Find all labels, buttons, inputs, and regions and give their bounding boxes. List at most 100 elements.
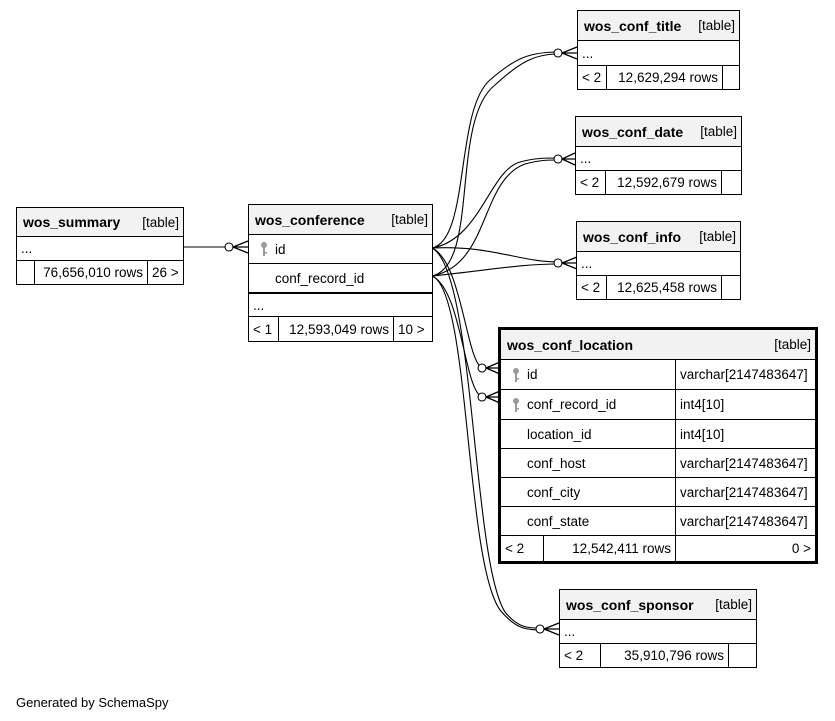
table-header: wos_conf_location [table] (501, 330, 815, 360)
table-type: [table] (698, 18, 735, 33)
key-icon (261, 242, 267, 256)
children-count[interactable] (722, 66, 739, 89)
parents-count[interactable]: < 2 (582, 70, 602, 85)
optional-marker-location-conf (477, 392, 487, 402)
children-count[interactable] (721, 276, 740, 299)
relation-conference-info-1 (431, 247, 559, 263)
column-type: varchar[2147483647] (675, 507, 815, 535)
row-count: 35,910,796 rows (600, 644, 728, 667)
column-name: conf_record_id (275, 270, 365, 286)
children-count[interactable]: 0 > (675, 536, 815, 561)
column-name: location_id (527, 426, 592, 442)
table-wos-conference[interactable]: wos_conference [table] id conf_record_id… (248, 204, 433, 342)
table-name: wos_conf_location (507, 336, 634, 353)
table-header: wos_conf_date [table] (576, 117, 741, 147)
children-count[interactable] (721, 171, 741, 194)
table-type: [table] (391, 212, 428, 227)
table-type: [table] (699, 229, 736, 244)
row-count: 12,592,679 rows (605, 171, 721, 194)
table-header: wos_conference [table] (249, 205, 432, 235)
parents-count[interactable]: < 2 (505, 541, 525, 556)
table-type: [table] (774, 337, 811, 352)
table-footer: < 2 12,625,458 rows (577, 276, 740, 299)
column-type: varchar[2147483647] (675, 478, 815, 506)
relation-conference-date-2 (431, 159, 559, 277)
table-name: wos_summary (23, 214, 121, 230)
crowfoot-sponsor (543, 622, 560, 636)
children-count[interactable]: 10 > (393, 317, 432, 341)
column-row[interactable]: conf_city varchar[2147483647] (501, 478, 815, 507)
optional-marker-date (553, 154, 563, 164)
children-count[interactable]: 26 > (147, 261, 183, 284)
row-count: 76,656,010 rows (34, 261, 147, 284)
optional-marker-info (553, 258, 563, 268)
relation-conference-location-2 (431, 275, 483, 398)
row-count: 12,542,411 rows (543, 536, 675, 561)
column-row[interactable]: conf_host varchar[2147483647] (501, 449, 815, 478)
children-count[interactable] (728, 644, 756, 667)
relation-conference-title-2 (431, 53, 559, 277)
table-type: [table] (142, 214, 179, 230)
relation-conference-location-1 (431, 247, 483, 369)
parents-count[interactable]: < 2 (580, 175, 600, 190)
ellipsis: ... (582, 45, 594, 61)
parents-count[interactable]: < 1 (253, 321, 273, 337)
parents-count[interactable]: < 2 (564, 648, 584, 663)
table-footer: < 2 35,910,796 rows (560, 644, 756, 667)
table-wos-conf-location[interactable]: wos_conf_location [table] id varchar[214… (498, 327, 818, 564)
row-count: 12,625,458 rows (606, 276, 721, 299)
column-name: conf_host (527, 455, 586, 471)
column-row[interactable]: conf_record_id (249, 264, 432, 293)
crowfoot-summary (232, 240, 249, 254)
relation-conference-title-1 (431, 51, 559, 249)
ellipsis: ... (580, 151, 592, 166)
table-wos-summary[interactable]: wos_summary [table] ... 76,656,010 rows … (16, 207, 184, 285)
row-count: 12,629,294 rows (606, 66, 722, 89)
crowfoot-info (561, 256, 578, 270)
table-name: wos_conf_info (583, 228, 682, 245)
table-footer: < 2 12,542,411 rows 0 > (501, 536, 815, 561)
column-row[interactable]: conf_record_id int4[10] (501, 390, 815, 420)
column-row[interactable]: id (249, 235, 432, 264)
table-name: wos_conf_title (584, 17, 682, 34)
optional-marker-sponsor (535, 624, 545, 634)
key-icon (513, 397, 519, 412)
ellipsis-row: ... (249, 293, 432, 317)
generated-by-label: Generated by SchemaSpy (16, 695, 169, 710)
column-row[interactable]: location_id int4[10] (501, 420, 815, 449)
crowfoot-title (561, 46, 578, 60)
parents-count[interactable]: < 2 (581, 280, 601, 295)
table-wos-conf-info[interactable]: wos_conf_info [table] ... < 2 12,625,458… (576, 221, 741, 300)
column-name: id (275, 241, 286, 257)
parents-count[interactable] (17, 261, 34, 284)
table-wos-conf-title[interactable]: wos_conf_title [table] ... < 2 12,629,29… (577, 10, 740, 90)
table-type: [table] (715, 597, 752, 612)
column-type: varchar[2147483647] (675, 360, 815, 389)
table-name: wos_conference (255, 211, 365, 228)
column-name: id (527, 367, 538, 382)
relation-conference-date-1 (431, 157, 559, 249)
optional-marker-location-id (477, 363, 487, 373)
table-wos-conf-date[interactable]: wos_conf_date [table] ... < 2 12,592,679… (575, 116, 742, 195)
column-row[interactable]: id varchar[2147483647] (501, 360, 815, 390)
table-header: wos_summary [table] (17, 208, 183, 237)
table-footer: < 1 12,593,049 rows 10 > (249, 317, 432, 341)
table-footer: < 2 12,592,679 rows (576, 171, 741, 194)
table-wos-conf-sponsor[interactable]: wos_conf_sponsor [table] ... < 2 35,910,… (559, 589, 757, 668)
table-header: wos_conf_title [table] (578, 11, 739, 41)
optional-marker-title (553, 48, 563, 58)
table-name: wos_conf_date (582, 123, 684, 140)
column-type: int4[10] (675, 390, 815, 419)
ellipsis-row: ... (578, 41, 739, 66)
table-header: wos_conf_sponsor [table] (560, 590, 756, 620)
column-name: conf_record_id (527, 397, 617, 412)
table-header: wos_conf_info [table] (577, 222, 740, 252)
ellipsis-row: ... (17, 237, 183, 261)
column-name: conf_city (527, 484, 581, 500)
column-row[interactable]: conf_state varchar[2147483647] (501, 507, 815, 536)
table-type: [table] (700, 124, 737, 139)
relation-conference-info-2 (431, 263, 559, 277)
table-footer: < 2 12,629,294 rows (578, 66, 739, 89)
column-type: int4[10] (675, 420, 815, 448)
